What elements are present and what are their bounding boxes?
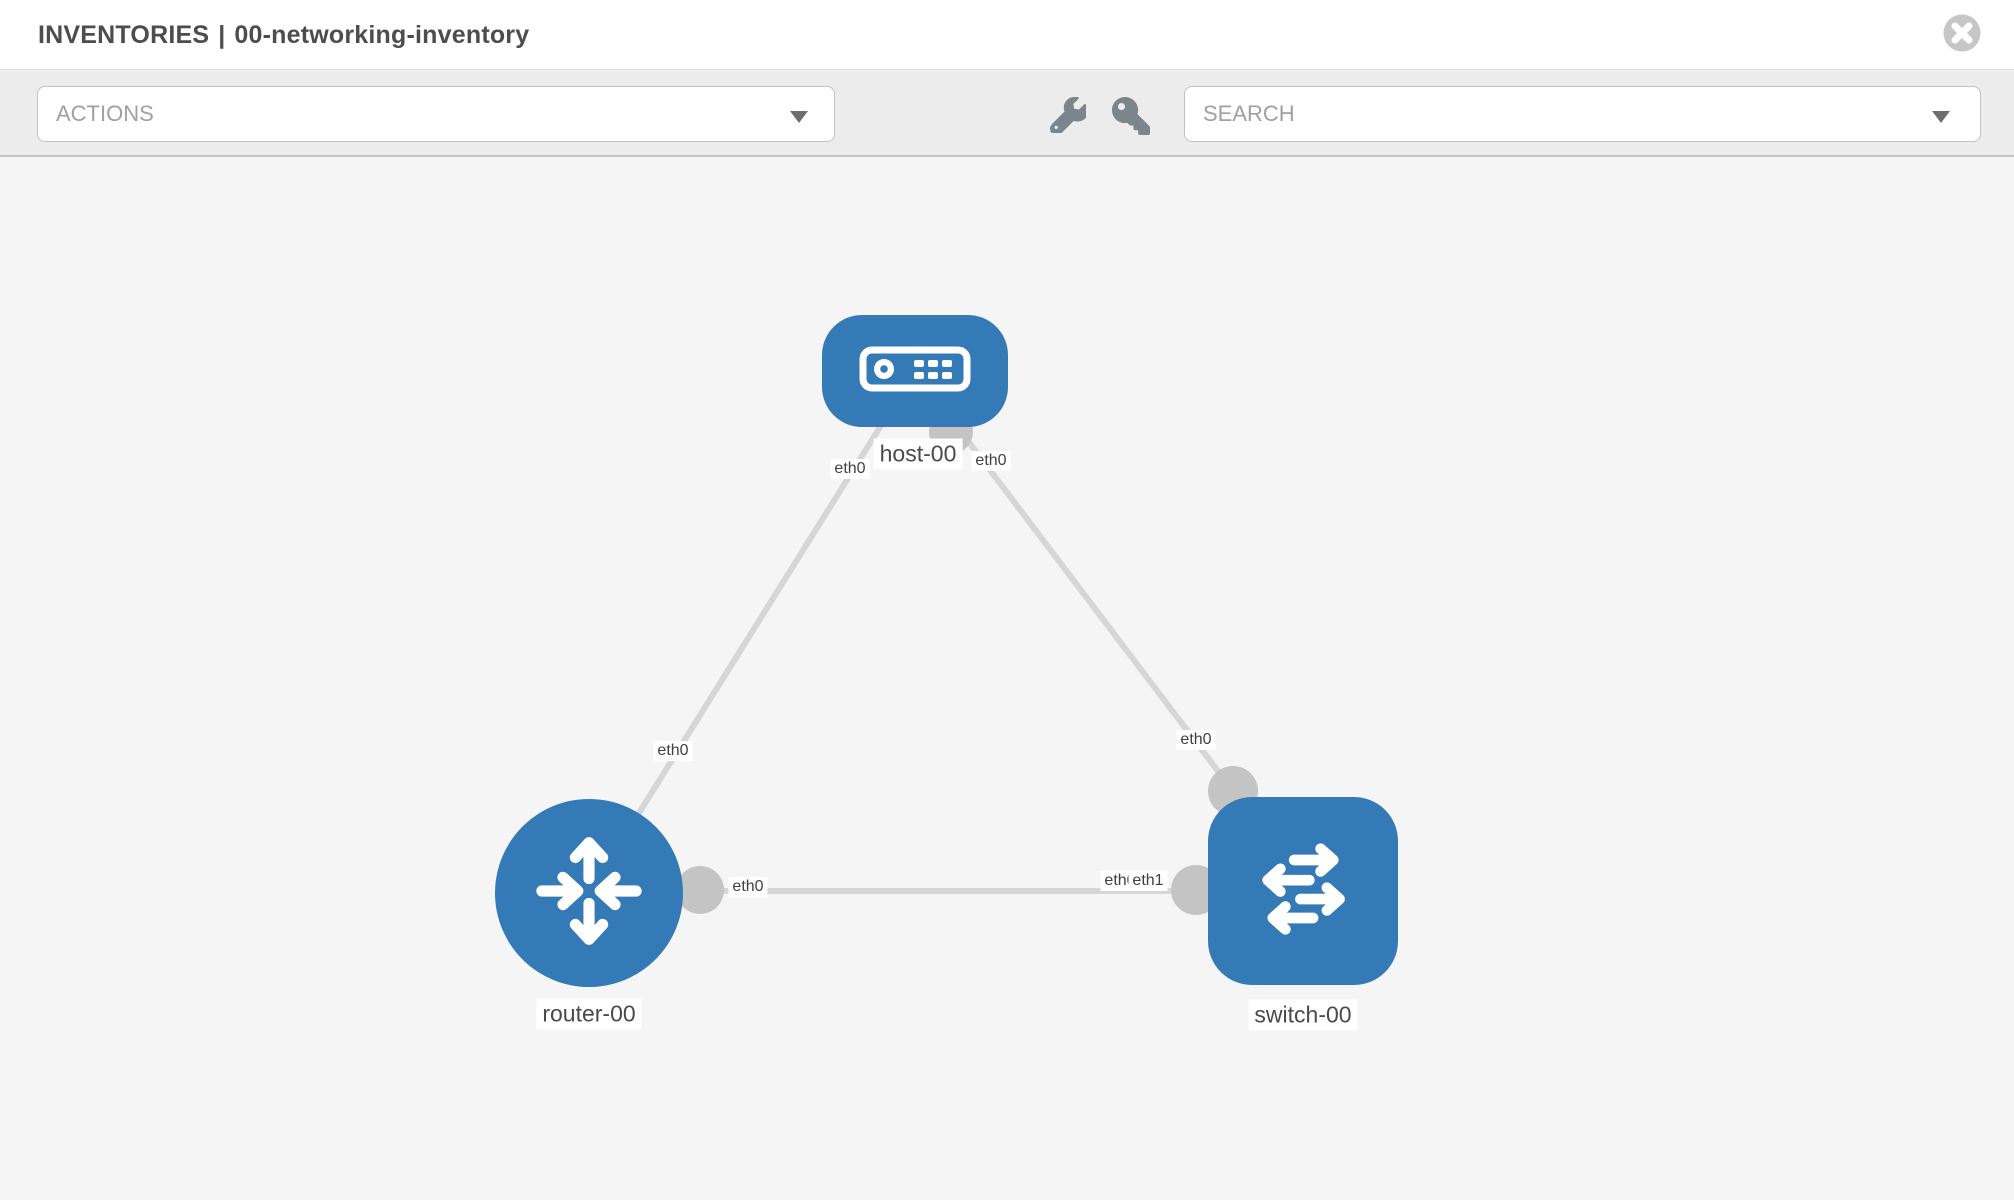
- x-circle-icon: [1943, 14, 1981, 56]
- interface-label-eth0-link-mid: eth0: [653, 741, 693, 761]
- interface-label-eth0-switch-top: eth0: [1176, 730, 1216, 750]
- breadcrumb-section: INVENTORIES: [38, 20, 210, 49]
- breadcrumb-separator: |: [218, 20, 226, 49]
- interface-label-eth1-switch-left: eth1: [1128, 871, 1168, 891]
- node-router-00[interactable]: [495, 799, 683, 987]
- chevron-down-icon: [1932, 111, 1950, 123]
- close-button[interactable]: [1943, 14, 1981, 52]
- link-host-router[interactable]: [586, 369, 918, 895]
- search-dropdown-label: SEARCH: [1203, 101, 1295, 126]
- topology-canvas[interactable]: host-00 router-00 switch-00 eth0 eth0 et…: [0, 157, 2014, 1200]
- switch-arrows-icon: [1240, 826, 1366, 957]
- actions-dropdown[interactable]: ACTIONS: [37, 86, 835, 142]
- search-dropdown[interactable]: SEARCH: [1184, 86, 1981, 142]
- node-switch-00[interactable]: [1208, 797, 1398, 985]
- inventory-name: 00-networking-inventory: [234, 20, 530, 49]
- header: INVENTORIES | 00-networking-inventory: [0, 0, 2014, 70]
- interface-label-eth0-router: eth0: [728, 877, 768, 897]
- server-icon: [859, 346, 971, 397]
- page-title: INVENTORIES | 00-networking-inventory: [38, 0, 538, 70]
- node-label-switch: switch-00: [1248, 999, 1358, 1031]
- node-label-router: router-00: [536, 998, 642, 1030]
- chevron-down-icon: [790, 111, 808, 123]
- wrench-icon[interactable]: [1050, 96, 1089, 138]
- router-arrows-icon: [527, 829, 651, 958]
- interface-label-eth0-host-right: eth0: [971, 451, 1011, 471]
- actions-dropdown-label: ACTIONS: [56, 101, 154, 126]
- key-icon[interactable]: [1112, 97, 1150, 140]
- node-label-host: host-00: [873, 438, 963, 470]
- links-layer: [586, 369, 1303, 915]
- toolbar: ACTIONS SEARCH: [0, 71, 2014, 157]
- port-dot-router: [676, 866, 724, 914]
- interface-label-eth0-host-left: eth0: [830, 459, 870, 479]
- node-host-00[interactable]: [822, 315, 1008, 427]
